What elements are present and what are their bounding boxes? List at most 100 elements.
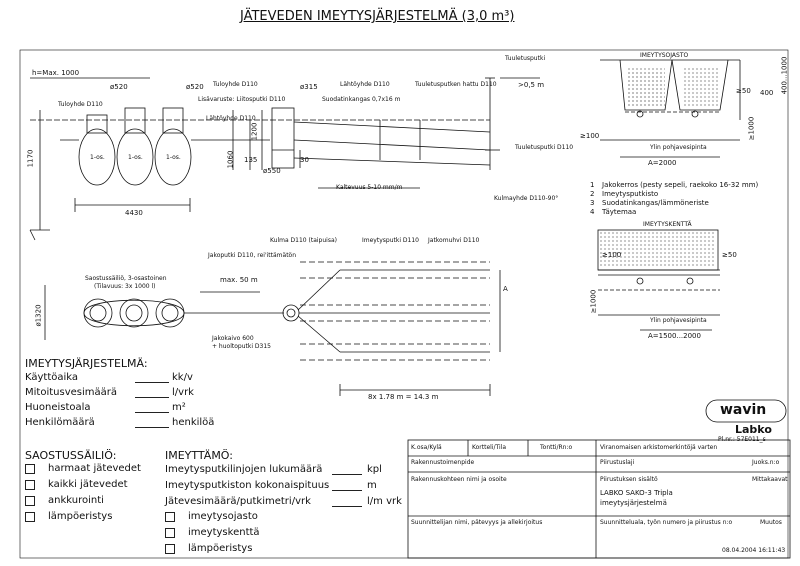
- label-tilavuus: (Tilavuus: 3x 1000 l): [94, 283, 156, 290]
- tb-mittakaava: Mittakaavat: [752, 476, 788, 483]
- tb-tontti: Tontti/Rn:o: [540, 444, 573, 451]
- legend-num-4: 4: [590, 208, 595, 216]
- tb-content-line1: LABKO SAKO-3 Tripla: [600, 489, 673, 497]
- absorber-option-checkbox[interactable]: [165, 512, 175, 522]
- system-form-heading: IMEYTYSJÄRJESTELMÄ:: [25, 357, 148, 370]
- absorber-row-label: Jätevesimäärä/putkimetri/vrk: [165, 496, 311, 507]
- dim-4430: 4430: [125, 209, 143, 217]
- system-row-label: Huoneistoala: [25, 402, 91, 413]
- absorber-option-label: imeytyskenttä: [188, 527, 260, 538]
- absorber-option-label: imeytysojasto: [188, 511, 258, 522]
- tank-option-checkbox[interactable]: [25, 496, 35, 506]
- dim-1200: 1200: [250, 122, 259, 141]
- dim-a2000: A=2000: [648, 159, 677, 167]
- tank-option-label: lämpöeristys: [48, 511, 113, 522]
- labko-logo: Labko: [735, 423, 772, 436]
- tb-rakennuttaja: Rakennustoimenpide: [411, 459, 475, 466]
- label-huoltoputki: + huoltoputki D315: [212, 343, 271, 350]
- system-row-field[interactable]: [135, 427, 169, 428]
- label-ylin-pv-a: Ylin pohjavesipinta: [650, 144, 707, 151]
- absorber-form-heading: IMEYTTÄMÖ:: [165, 449, 233, 462]
- absorber-option-checkbox[interactable]: [165, 528, 175, 538]
- dim-a1500: A=1500...2000: [648, 332, 701, 340]
- label-imeytysputki-d110: Imeytysputki D110: [362, 237, 419, 244]
- label-kulmayhde: Kulmayhde D110-90°: [494, 195, 559, 202]
- absorber-row-label: Imeytysputkilinjojen lukumäärä: [165, 464, 323, 475]
- tank-option-label: kaikki jätevedet: [48, 479, 128, 490]
- label-imeytysojasto-hdr: IMEYTYSOJASTO: [640, 52, 689, 59]
- label-max50: max. 50 m: [220, 276, 258, 284]
- dim-400-1000: 400...1000: [780, 56, 789, 95]
- tank-option-label: ankkurointi: [48, 495, 104, 506]
- dim-ge1000-a: ≥1000: [747, 116, 756, 141]
- tb-juoks: Juoks.n:o: [752, 459, 780, 466]
- dim-ge50-b: ≥50: [722, 251, 737, 259]
- legend-num-3: 3: [590, 199, 595, 207]
- system-row-label: Käyttöaika: [25, 372, 79, 383]
- dim-d1320: ø1320: [34, 304, 43, 327]
- dim-ge100-a: ≥100: [580, 132, 600, 140]
- tank-label-1: 1-os.: [90, 154, 105, 161]
- dim-1170: 1170: [26, 149, 35, 168]
- absorber-option-checkbox[interactable]: [165, 544, 175, 554]
- tb-date: 08.04.2004 16:11:43: [722, 547, 786, 554]
- dim-a-label: A: [503, 285, 508, 293]
- drawing-title: JÄTEVEDEN IMEYTYSJÄRJESTELMÄ (3,0 m³): [240, 9, 515, 24]
- system-row-unit: henkilöä: [172, 417, 215, 428]
- label-jatkomuhvi: Jatkomuhvi D110: [428, 237, 480, 244]
- tank-option-checkbox[interactable]: [25, 480, 35, 490]
- tank-label-2: 1-os.: [128, 154, 143, 161]
- legend-2: Imeytysputkisto: [602, 190, 659, 198]
- absorber-row-label: Imeytysputkiston kokonaispituus: [165, 480, 330, 491]
- absorber-row-field[interactable]: [332, 490, 362, 491]
- tb-viranomainen: Viranomaisen arkistomerkintöjä varten: [600, 444, 718, 451]
- system-row-unit: m²: [172, 402, 186, 413]
- label-tuloyhde: Tuloyhde D110: [58, 101, 103, 108]
- tb-kosa: K.osa/Kylä: [411, 444, 442, 451]
- tb-rakennuskohde: Rakennuskohteen nimi ja osoite: [411, 476, 507, 483]
- label-d315: ø315: [300, 83, 318, 91]
- label-kaltevuus: Kaltevuus 5-10 mm/m: [336, 184, 403, 191]
- dim-30: 30: [300, 156, 309, 164]
- absorber-row-unit: m: [367, 480, 377, 491]
- system-row-field[interactable]: [135, 412, 169, 413]
- tb-piirustuksen-sisalto: Piirustuksen sisältö: [600, 476, 658, 483]
- legend-1: Jakokerros (pesty sepeli, raekoko 16-32 …: [602, 181, 759, 189]
- tb-muutos: Muutos: [760, 519, 782, 526]
- dim-ge1000-b: ≥1000: [589, 289, 598, 314]
- absorber-option-label: lämpöeristys: [188, 543, 253, 554]
- label-ylin-pv-b: Ylin pohjavesipinta: [650, 317, 707, 324]
- dim-1060: 1060: [226, 150, 235, 169]
- label-h-max: h=Max. 1000: [32, 69, 80, 77]
- dim-135: 135: [244, 156, 258, 164]
- wavin-logo: wavin: [720, 402, 767, 418]
- system-row-field[interactable]: [135, 382, 169, 383]
- label-lahtoyhde-a: Lähtöyhde D110: [206, 115, 256, 122]
- absorber-row-unit: kpl: [367, 464, 382, 475]
- tank-label-3: 1-os.: [166, 154, 181, 161]
- tb-content-line2: imeytysjärjestelmä: [600, 499, 667, 507]
- absorber-row-field[interactable]: [332, 474, 362, 475]
- tb-suunnitteluala: Suunnitteluala, työn numero ja piirustus…: [600, 519, 733, 526]
- label-tuuletusputki-top: Tuuletusputki: [505, 55, 546, 62]
- tank-option-checkbox[interactable]: [25, 464, 35, 474]
- tank-option-checkbox[interactable]: [25, 512, 35, 522]
- label-tuloyhde-b: Tuloyhde D110: [213, 81, 258, 88]
- system-row-label: Mitoitusvesimäärä: [25, 387, 117, 398]
- dim-ge100-b: ≥100: [602, 251, 622, 259]
- label-tuuletusputken-hattu: Tuuletusputken hattu D110: [415, 81, 497, 88]
- label-tuuletusputki-d110: Tuuletusputki D110: [515, 144, 574, 151]
- label-saostussailio: Saostussäiliö, 3-osastoinen: [85, 275, 167, 282]
- tb-kortteli: Kortteli/Tila: [472, 444, 507, 451]
- label-d520-a: ø520: [110, 83, 128, 91]
- absorber-row-field[interactable]: [332, 506, 362, 507]
- legend-num-2: 2: [590, 190, 595, 198]
- label-gt05: >0,5 m: [518, 81, 545, 89]
- dim-400: 400: [760, 89, 774, 97]
- label-jakokaivo: Jakokaivo 600: [212, 335, 254, 342]
- system-row-field[interactable]: [135, 397, 169, 398]
- drawing-number: Pl.nr.: 57E011_s: [718, 436, 766, 443]
- system-row-label: Henkilömäärä: [25, 417, 95, 428]
- system-row-unit: kk/v: [172, 372, 193, 383]
